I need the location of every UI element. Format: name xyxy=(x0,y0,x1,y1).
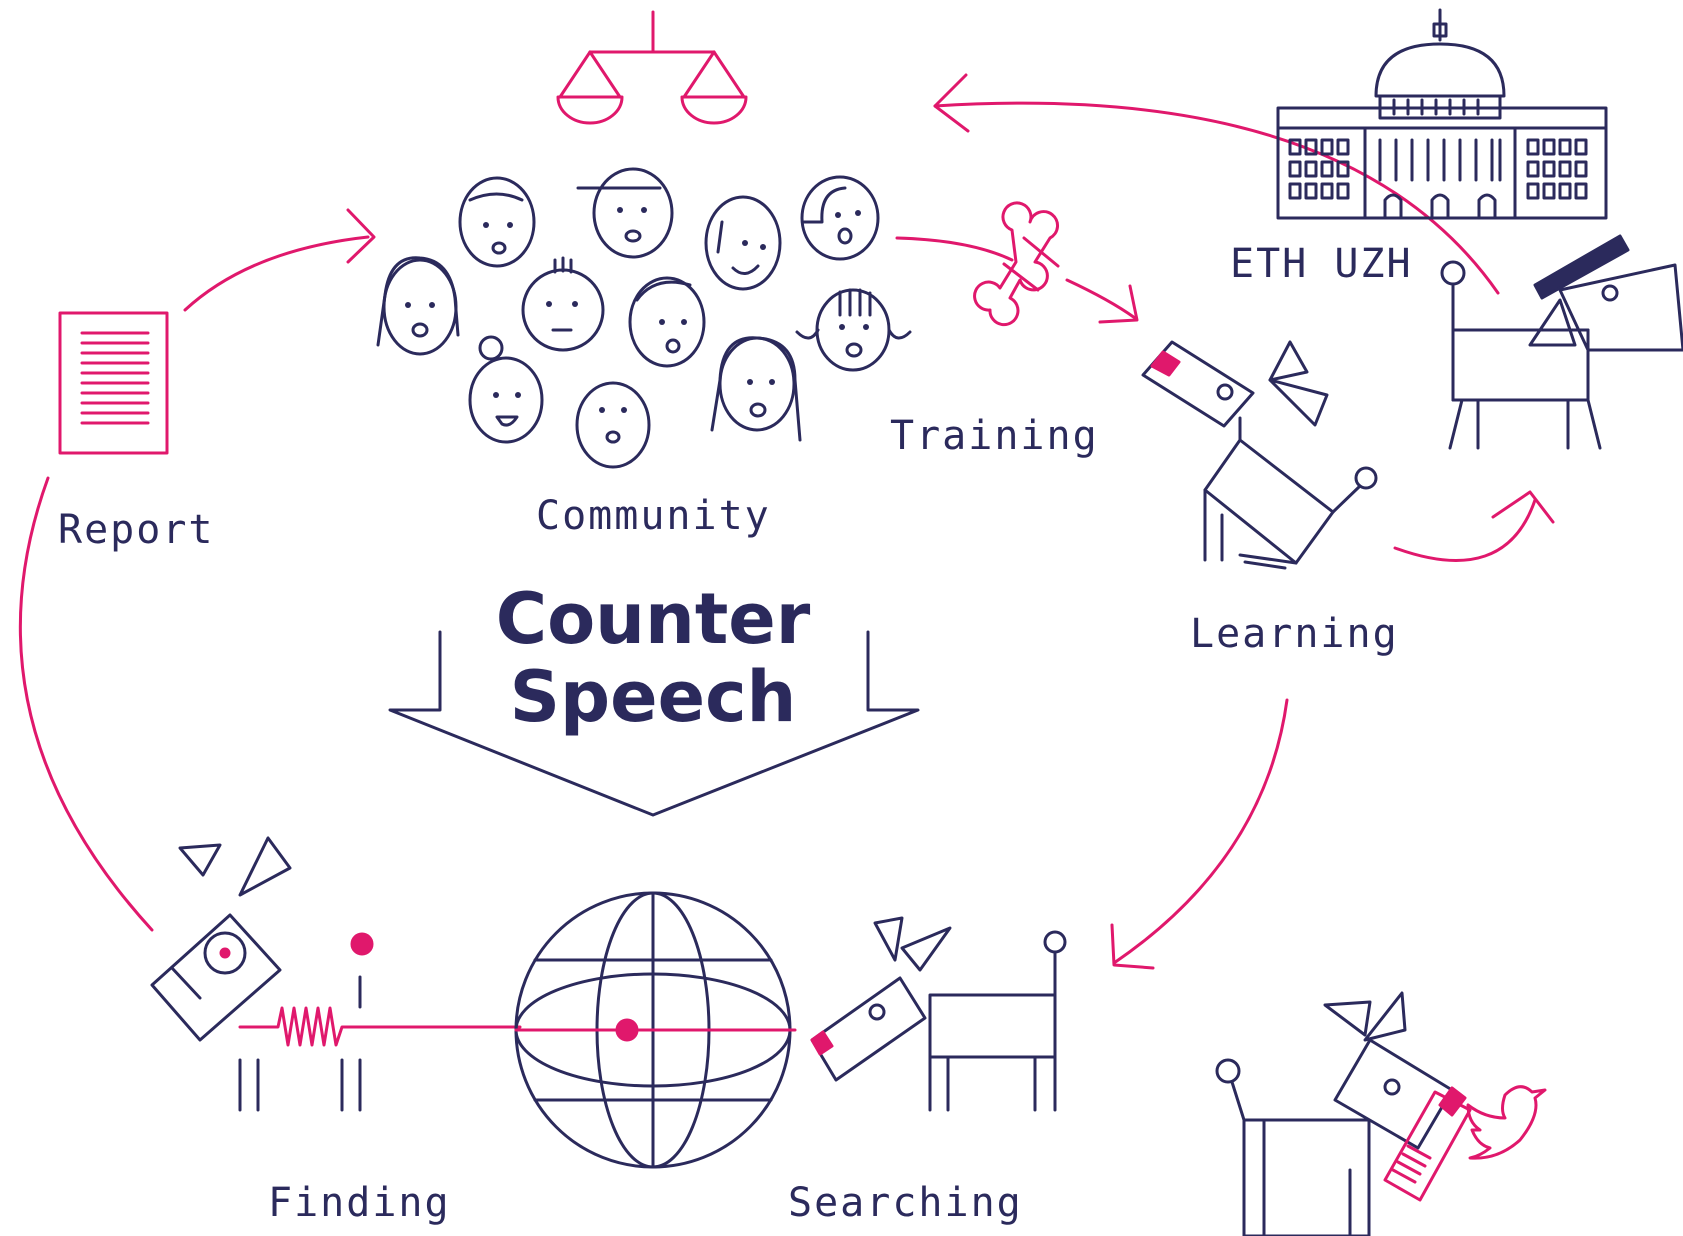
university-building-icon xyxy=(1276,8,1608,220)
label-institutions: ETH UZH xyxy=(1230,241,1413,287)
title-line-2: Speech xyxy=(509,656,797,738)
label-training: Training xyxy=(890,413,1099,459)
finding-robot-dog-icon xyxy=(150,836,362,1112)
reading-robot-dog-icon xyxy=(1215,991,1467,1236)
arrow-community-to-training xyxy=(895,236,1014,262)
down-arrow-icon xyxy=(388,630,920,817)
label-learning: Learning xyxy=(1190,611,1399,657)
label-report: Report xyxy=(58,507,215,553)
sitting-robot-dog-icon xyxy=(1141,340,1378,570)
globe-axis-line xyxy=(514,1018,797,1042)
cycle-arrows xyxy=(18,73,1555,970)
arrow-learning-to-searching xyxy=(1112,698,1289,965)
graduate-robot-dog-icon xyxy=(1440,234,1683,450)
bone-icon xyxy=(973,201,1060,327)
label-finding: Finding xyxy=(268,1180,451,1226)
arrow-report-to-community xyxy=(183,235,370,312)
title-line-1: Counter xyxy=(495,578,811,660)
diagram-title: Counter Speech xyxy=(473,580,833,736)
arrow-training-to-learning xyxy=(1065,278,1137,320)
label-community: Community xyxy=(536,493,771,539)
arrow-eth-to-community xyxy=(933,101,1500,295)
scales-icon xyxy=(556,10,748,125)
arrow-finding-to-report xyxy=(18,476,154,932)
faces-icon xyxy=(376,167,912,469)
label-searching: Searching xyxy=(788,1180,1023,1226)
signal-icon xyxy=(219,932,522,1047)
twitter-bird-icon xyxy=(1466,1085,1547,1160)
phone-icon xyxy=(1383,1090,1472,1202)
arrow-learning-up xyxy=(1393,498,1537,562)
searching-robot-dog-icon xyxy=(810,916,1067,1112)
document-icon xyxy=(58,311,169,455)
